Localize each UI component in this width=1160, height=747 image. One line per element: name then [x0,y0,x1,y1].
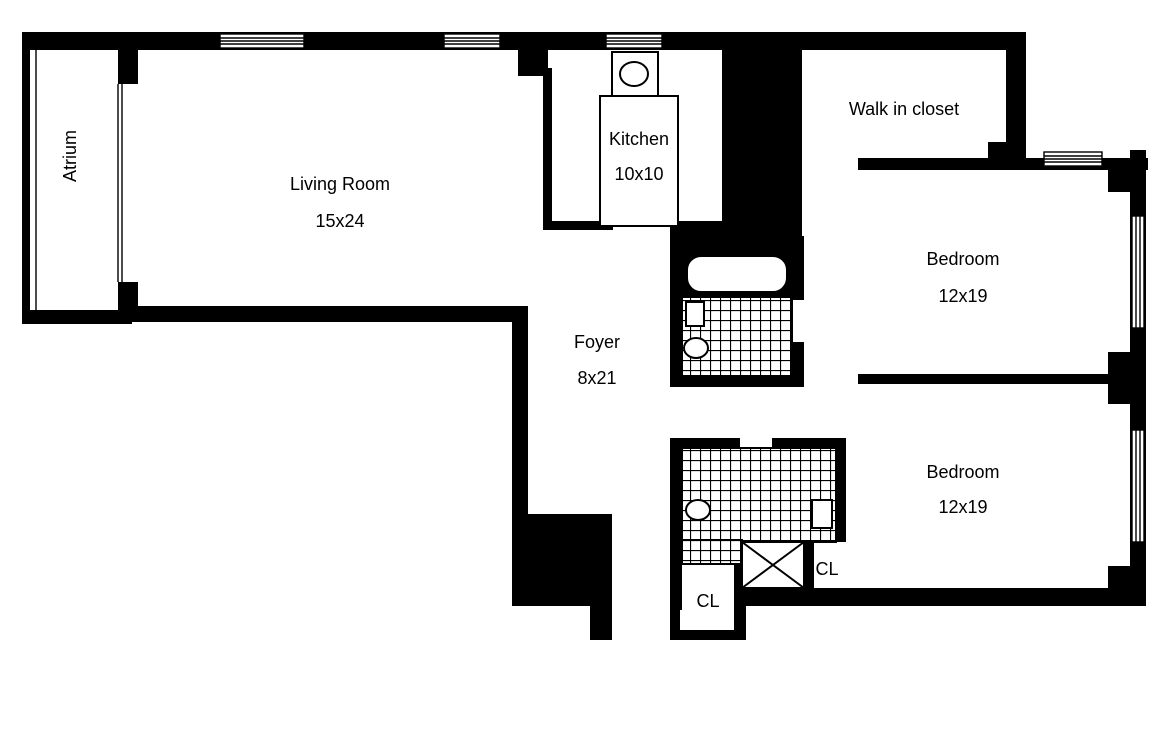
toilet1 [683,337,709,359]
pillar-right-mid [1108,352,1130,404]
living-room-size: 15x24 [315,211,364,231]
shaft [722,44,802,250]
wall-bath2-right [836,438,846,542]
wall-bath2-top-left [670,438,740,448]
kitchen-counter [599,95,679,227]
wall-kitchen-bottom [543,221,613,230]
wall-bath2-left [670,438,682,610]
windows [35,33,1145,543]
wall-bottom [738,588,1146,606]
wall-living-bottom [118,306,528,322]
wall-closet-right [1006,32,1026,162]
labels: Atrium Living Room 15x24 Kitchen 10x10 W… [60,99,1000,611]
fixtures [599,51,837,589]
wall-bath2-top-right [772,438,846,448]
pillar-right-top [1108,162,1130,192]
wall-atrium-bottom [22,310,132,324]
wall-bed-top [858,158,1148,170]
bath2-floor-low [681,539,743,565]
foyer-label: Foyer [574,332,620,352]
wall-bath1-left [670,221,682,387]
kitchen-size: 10x10 [614,164,663,184]
bedroom2-size: 12x19 [938,497,987,517]
pillar-closet [988,142,1026,162]
wall-kitchen-left [543,68,552,230]
wall-bath1-right [792,236,804,300]
bathtub-inner [686,255,788,293]
vanity2 [811,499,833,529]
wall-cl-bottom [670,630,746,640]
walk-in-closet-label: Walk in closet [849,99,959,119]
kitchen-sink-bowl [619,61,649,87]
bedroom2-label: Bedroom [926,462,999,482]
vanity1 [685,301,705,327]
wall-bath1-right2 [792,342,804,387]
living-room-label: Living Room [290,174,390,194]
closet2-label: CL [815,559,838,579]
foyer-size: 8x21 [577,368,616,388]
bedroom1-size: 12x19 [938,286,987,306]
wall-atrium-left [22,32,30,324]
wall-entry-left [590,514,612,640]
wall-bed-divider [858,374,1138,384]
wall-cl-left [670,600,680,640]
wall-bath1-bottom [670,376,804,387]
toilet2 [685,499,711,521]
pillar-living-top [118,44,138,84]
atrium-label: Atrium [60,130,80,182]
kitchen-label: Kitchen [609,129,669,149]
closet1-label: CL [696,591,719,611]
bedroom1-label: Bedroom [926,249,999,269]
wall-cl2-left [804,538,814,598]
